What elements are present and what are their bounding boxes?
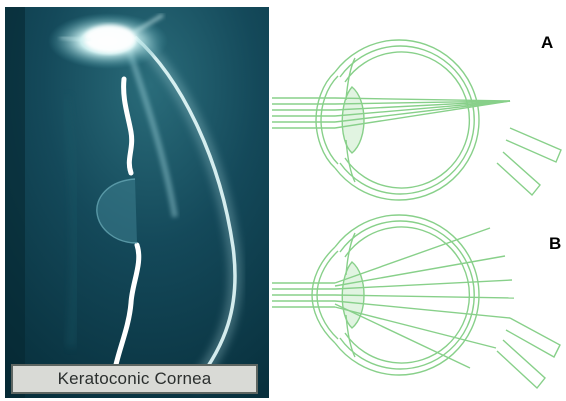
eye-diagram-a	[272, 40, 561, 200]
keratoconic-cornea-photo	[5, 7, 269, 398]
eye-diagram-b	[272, 215, 560, 388]
diagram-label-a: A	[541, 34, 553, 51]
diagram-label-b: B	[549, 235, 561, 252]
photo-caption: Keratoconic Cornea	[11, 364, 258, 394]
eye-refraction-diagram	[270, 0, 566, 401]
